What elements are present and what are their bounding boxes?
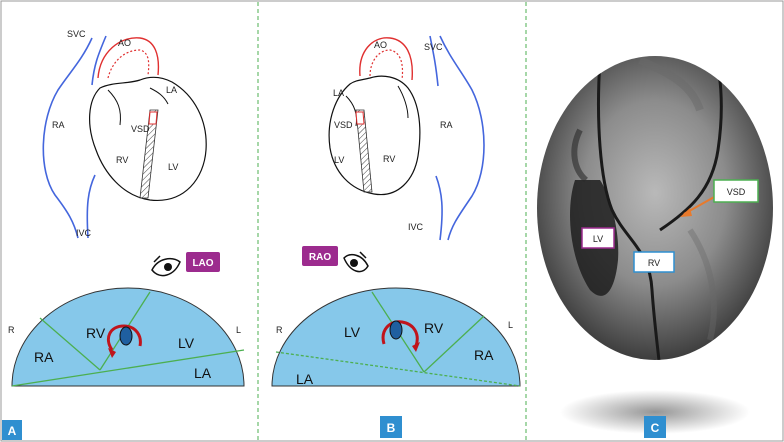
- panel-a-ra-left-wall: [43, 38, 92, 238]
- panel-c-callout-rv: RV: [648, 258, 660, 268]
- panel-a: SVC AO LA RA VSD RV LV IVC LAO R L RV LV…: [2, 29, 244, 440]
- panel-a-dome-lv: LV: [178, 335, 195, 351]
- panel-b-letter: B: [387, 421, 396, 435]
- eye-icon: [344, 252, 368, 272]
- panel-a-dome-la: LA: [194, 365, 212, 381]
- panel-b-dome-lv: LV: [344, 324, 361, 340]
- panel-a-dome-ra: RA: [34, 349, 54, 365]
- panel-b-side-l: L: [508, 320, 513, 330]
- panel-a-svc-wall: [92, 36, 106, 85]
- panel-a-side-r: R: [8, 325, 15, 335]
- panel-b-dome-rv: RV: [424, 320, 444, 336]
- panel-b-heart-marker: [390, 321, 402, 339]
- panel-a-label-vsd: VSD: [131, 124, 150, 134]
- panel-b-view-badge-label: RAO: [309, 252, 331, 263]
- panel-a-label-la: LA: [166, 85, 177, 95]
- panel-a-heart-marker: [120, 327, 132, 345]
- panel-c: VSD LV RV C: [537, 42, 773, 438]
- panel-c-callout-lv: LV: [593, 234, 603, 244]
- panel-b-label-rv: RV: [383, 154, 395, 164]
- panel-c-callout-vsd: VSD: [727, 187, 746, 197]
- panel-b-dome-ra: RA: [474, 347, 494, 363]
- panel-b-label-la: LA: [333, 88, 344, 98]
- panel-b-label-ivc: IVC: [408, 222, 424, 232]
- panel-b-vsd-defect: [356, 112, 364, 124]
- panel-b-label-ao: AO: [374, 40, 387, 50]
- panel-b-side-r: R: [276, 325, 283, 335]
- eye-icon: [152, 256, 180, 276]
- panel-a-side-l: L: [236, 325, 241, 335]
- panel-b-dome-la: LA: [296, 371, 314, 387]
- panel-a-dome-rv: RV: [86, 325, 106, 341]
- panel-b-label-lv: LV: [334, 155, 344, 165]
- panel-a-label-rv: RV: [116, 155, 128, 165]
- panel-a-letter: A: [8, 424, 17, 438]
- panel-b-label-ra: RA: [440, 120, 453, 130]
- panel-b-ivc-wall: [436, 176, 442, 240]
- panel-a-vsd-defect: [149, 112, 157, 124]
- panel-a-aorta-inner: [108, 50, 149, 78]
- panel-a-label-ra: RA: [52, 120, 65, 130]
- panel-b-label-svc: SVC: [424, 42, 443, 52]
- panel-b-label-vsd: VSD: [334, 120, 353, 130]
- panel-a-label-ivc: IVC: [76, 228, 92, 238]
- panel-b-ra-right-wall: [440, 36, 484, 240]
- panel-c-letter: C: [651, 421, 660, 435]
- panel-a-label-ao: AO: [118, 38, 131, 48]
- panel-a-label-svc: SVC: [67, 29, 86, 39]
- panel-a-view-badge-label: LAO: [192, 258, 213, 269]
- panel-b-aorta-inner: [370, 50, 403, 80]
- panel-b: SVC AO LA RA VSD RV LV IVC RAO R L LV RV…: [272, 36, 520, 438]
- panel-a-label-lv: LV: [168, 162, 178, 172]
